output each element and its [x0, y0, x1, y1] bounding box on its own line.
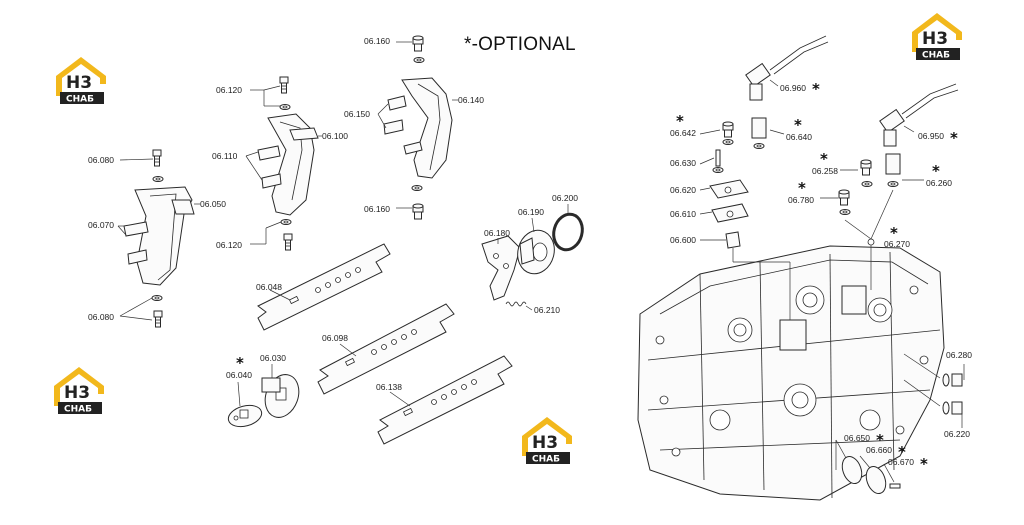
svg-text:H3: H3	[64, 383, 90, 403]
label-06660: 06.660	[866, 445, 892, 455]
svg-text:СНАБ: СНАБ	[66, 95, 94, 105]
selector-finger-06180	[481, 235, 521, 301]
label-06630: 06.630	[670, 158, 696, 168]
label-06642: 06.642	[670, 128, 696, 138]
label-06260: 06.260	[926, 178, 952, 188]
sensor-06960	[745, 35, 829, 101]
label-06270: 06.270	[884, 239, 910, 249]
label-06200: 06.200	[552, 193, 578, 203]
label-06120-top: 06.120	[216, 85, 242, 95]
fork-assembly-06140	[377, 35, 458, 220]
label-06210: 06.210	[534, 305, 560, 315]
optional-mark-06660: *	[898, 443, 906, 461]
label-06610: 06.610	[670, 209, 696, 219]
label-06258: 06.258	[812, 166, 838, 176]
label-06110: 06.110	[212, 151, 238, 161]
valve-stack-06270	[820, 153, 924, 290]
label-06960: 06.960	[780, 83, 806, 93]
label-06620: 06.620	[670, 185, 696, 195]
interlock-plate-06030	[261, 364, 300, 418]
label-06048: 06.048	[256, 282, 282, 292]
shift-rail-06138	[377, 355, 513, 445]
label-06600: 06.600	[670, 235, 696, 245]
spring-06210	[505, 301, 533, 311]
optional-legend: *-OPTIONAL	[464, 34, 576, 55]
label-06650: 06.650	[844, 433, 870, 443]
part-labels: 06.080 06.050 06.070 06.080 06.120 06.10…	[88, 36, 972, 473]
label-06030: 06.030	[260, 353, 286, 363]
optional-mark-06780: *	[798, 179, 806, 197]
sensor-06950	[879, 83, 959, 147]
shift-rail-06048	[257, 243, 391, 331]
svg-text:H3: H3	[922, 29, 948, 49]
optional-mark-06040: *	[236, 354, 244, 372]
label-06280: 06.280	[946, 350, 972, 360]
optional-mark-06670: *	[920, 455, 928, 473]
label-06100: 06.100	[322, 131, 348, 141]
svg-text:H3: H3	[532, 433, 558, 453]
label-06160-bottom: 06.160	[364, 204, 390, 214]
optional-mark-06642: *	[676, 112, 684, 130]
svg-text:СНАБ: СНАБ	[532, 455, 560, 465]
optional-mark-06260: *	[932, 162, 940, 180]
optional-mark-06640: *	[794, 116, 802, 134]
label-06190: 06.190	[518, 207, 544, 217]
label-06080-top: 06.080	[88, 155, 114, 165]
label-06138: 06.138	[376, 382, 402, 392]
svg-text:СНАБ: СНАБ	[64, 405, 92, 415]
label-06050: 06.050	[200, 199, 226, 209]
label-06150: 06.150	[344, 109, 370, 119]
label-06070: 06.070	[88, 220, 114, 230]
optional-mark-06270: *	[890, 224, 898, 242]
label-06140: 06.140	[458, 95, 484, 105]
label-06098: 06.098	[322, 333, 348, 343]
label-06040: 06.040	[226, 370, 252, 380]
label-06780: 06.780	[788, 195, 814, 205]
label-06640: 06.640	[786, 132, 812, 142]
label-06180: 06.180	[484, 228, 510, 238]
optional-mark-06960: *	[812, 80, 820, 98]
label-06160-top: 06.160	[364, 36, 390, 46]
label-06080-bottom: 06.080	[88, 312, 114, 322]
cover-plate-06650	[835, 439, 901, 495]
transmission-housing	[637, 245, 945, 501]
optional-mark-06258: *	[820, 150, 828, 168]
snap-ring-06200	[552, 204, 584, 252]
side-plugs	[903, 353, 965, 428]
optional-mark-06650: *	[876, 431, 884, 449]
interlock-disc-06040	[227, 381, 263, 428]
label-06950: 06.950	[918, 131, 944, 141]
label-06670: 06.670	[888, 457, 914, 467]
selector-disc-06190	[517, 217, 555, 275]
fork-assembly-06050	[117, 149, 200, 328]
label-06120-bottom: 06.120	[216, 240, 242, 250]
shift-rail-06098	[317, 303, 455, 395]
valve-stack-06600	[699, 117, 791, 320]
label-06220: 06.220	[944, 429, 970, 439]
svg-text:СНАБ: СНАБ	[922, 51, 950, 61]
svg-text:H3: H3	[66, 73, 92, 93]
optional-mark-06950: *	[950, 129, 958, 147]
fork-assembly-06100	[245, 76, 322, 251]
